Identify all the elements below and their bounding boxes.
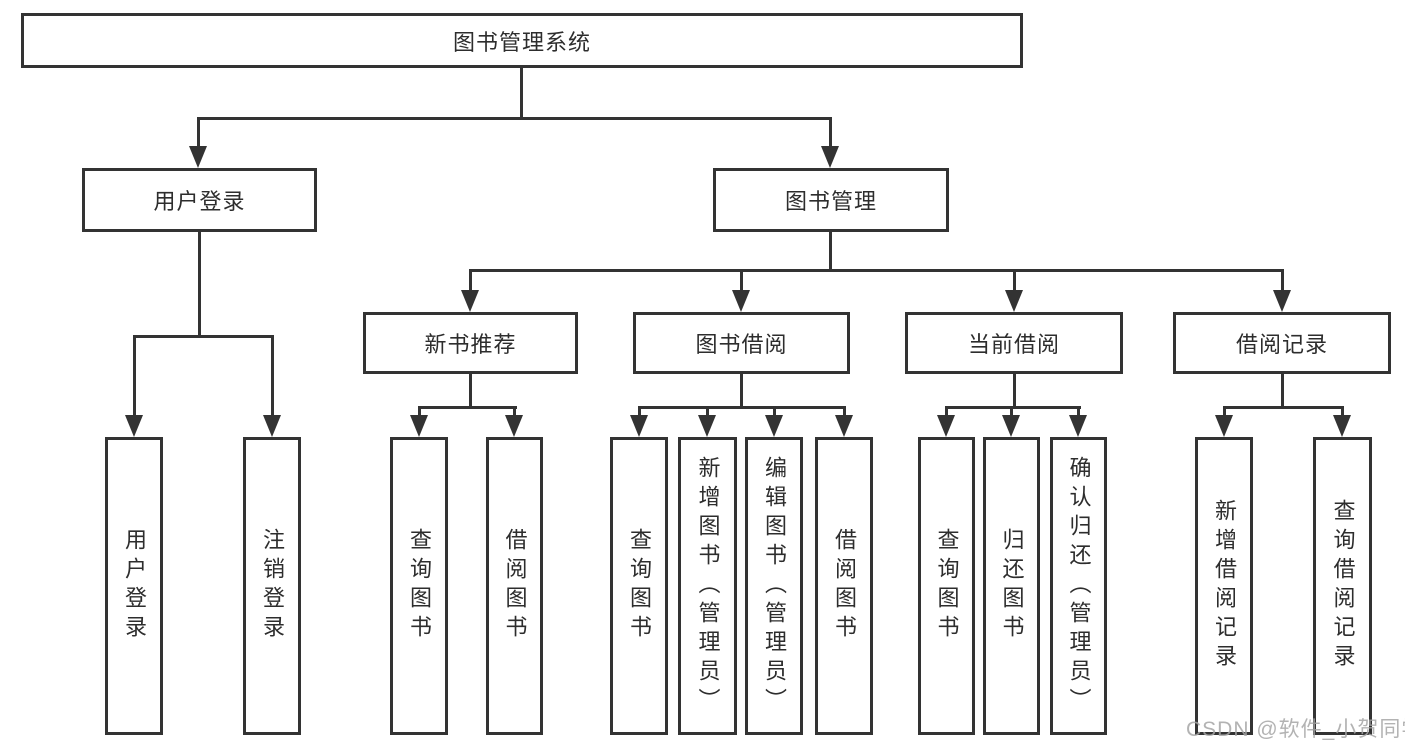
node-book-management: 图书管理: [713, 168, 949, 232]
connector-current-borrowing-hline: [945, 406, 1081, 409]
arrowhead-b3: [765, 415, 783, 437]
connector-book-borrowing-stub: [740, 374, 743, 409]
connector-drop-user-login: [197, 117, 200, 149]
leaf-logout-login-label: 注销登录: [260, 528, 285, 644]
leaf-user-login: 用户登录: [105, 437, 163, 735]
leaf-confirm-return-admin-label: 确认归还（管理员）: [1066, 455, 1092, 717]
leaf-add-borrow-record: 新增借阅记录: [1195, 437, 1253, 735]
connector-drop-b4: [843, 406, 846, 418]
arrowhead-borrow-records: [1273, 290, 1291, 312]
connector-drop-new-book: [469, 269, 472, 293]
arrowhead-d2: [1333, 415, 1351, 437]
connector-root-stub: [520, 68, 523, 118]
leaf-confirm-return-admin: 确认归还（管理员）: [1050, 437, 1107, 735]
leaf-query-books-recommend: 查询图书: [390, 437, 448, 735]
arrowhead-leaf-logout: [263, 415, 281, 437]
connector-drop-c1: [945, 406, 948, 418]
arrowhead-b4: [835, 415, 853, 437]
connector-book-management-stub: [829, 232, 832, 271]
node-book-borrowing: 图书借阅: [633, 312, 850, 374]
leaf-add-books-admin: 新增图书（管理员）: [678, 437, 737, 735]
leaf-return-books-label: 归还图书: [999, 528, 1025, 644]
node-book-borrowing-label: 图书借阅: [695, 332, 788, 357]
connector-level2-hline: [197, 117, 832, 120]
connector-drop-c2: [1010, 406, 1013, 418]
connector-drop-book-borrowing: [740, 269, 743, 293]
leaf-logout-login: 注销登录: [243, 437, 301, 735]
node-borrowing-records-label: 借阅记录: [1235, 332, 1328, 357]
connector-new-book-hline: [418, 406, 517, 409]
leaf-query-books-borrowing-label: 查询图书: [627, 528, 652, 644]
connector-borrow-records-hline: [1223, 406, 1344, 409]
node-new-book-recommendation-label: 新书推荐: [424, 332, 517, 357]
node-library-system-root: 图书管理系统: [21, 13, 1023, 68]
leaf-add-books-admin-label: 新增图书（管理员）: [695, 455, 721, 717]
connector-borrow-records-stub: [1281, 374, 1284, 409]
arrowhead-c2: [1002, 415, 1020, 437]
node-user-login: 用户登录: [82, 168, 317, 232]
arrowhead-c3: [1069, 415, 1087, 437]
connector-drop-leaf-user-login: [133, 335, 136, 417]
node-new-book-recommendation: 新书推荐: [363, 312, 578, 374]
connector-drop-book-management: [829, 117, 832, 149]
node-current-borrowing-label: 当前借阅: [967, 332, 1060, 357]
connector-drop-d1: [1223, 406, 1226, 418]
connector-drop-b2: [706, 406, 709, 418]
leaf-return-books: 归还图书: [983, 437, 1040, 735]
node-user-login-label: 用户登录: [153, 189, 246, 214]
connector-new-book-stub: [469, 374, 472, 409]
connector-user-login-hline: [133, 335, 274, 338]
leaf-borrow-books-borrowing: 借阅图书: [815, 437, 873, 735]
leaf-borrow-books-borrowing-label: 借阅图书: [832, 528, 857, 644]
arrowhead-book-borrowing: [732, 290, 750, 312]
csdn-watermark: CSDN @软件_小贺同学: [1186, 718, 1405, 741]
node-book-management-label: 图书管理: [784, 189, 877, 214]
leaf-query-borrow-record: 查询借阅记录: [1313, 437, 1372, 735]
arrowhead-c1: [937, 415, 955, 437]
node-current-borrowing: 当前借阅: [905, 312, 1123, 374]
connector-book-borrowing-hline: [638, 406, 846, 409]
leaf-query-books-recommend-label: 查询图书: [407, 528, 432, 644]
leaf-edit-books-admin: 编辑图书（管理员）: [745, 437, 803, 735]
leaf-edit-books-admin-label: 编辑图书（管理员）: [762, 455, 787, 717]
leaf-borrow-books-recommend-label: 借阅图书: [502, 528, 528, 644]
connector-drop-a1: [418, 406, 421, 418]
connector-drop-b3: [773, 406, 776, 418]
leaf-query-books-current-label: 查询图书: [934, 528, 960, 644]
leaf-query-books-current: 查询图书: [918, 437, 975, 735]
connector-drop-current-borrowing: [1013, 269, 1016, 293]
arrowhead-new-book: [461, 290, 479, 312]
leaf-query-books-borrowing: 查询图书: [610, 437, 668, 735]
arrowhead-leaf-user-login: [125, 415, 143, 437]
connector-drop-a2: [513, 406, 516, 418]
node-borrowing-records: 借阅记录: [1173, 312, 1391, 374]
arrowhead-user-login: [189, 146, 207, 168]
leaf-query-borrow-record-label: 查询借阅记录: [1330, 499, 1356, 673]
arrowhead-d1: [1215, 415, 1233, 437]
connector-level3-hline: [469, 269, 1283, 272]
arrowhead-b1: [630, 415, 648, 437]
connector-drop-d2: [1341, 406, 1344, 418]
node-library-system-label: 图书管理系统: [452, 29, 591, 55]
connector-drop-c3: [1077, 406, 1080, 418]
arrowhead-current-borrowing: [1005, 290, 1023, 312]
leaf-add-borrow-record-label: 新增借阅记录: [1212, 499, 1237, 673]
connector-current-borrowing-stub: [1013, 374, 1016, 409]
connector-user-login-stub: [198, 232, 201, 336]
connector-drop-borrow-records: [1281, 269, 1284, 293]
leaf-user-login-label: 用户登录: [122, 528, 147, 644]
arrowhead-b2: [698, 415, 716, 437]
arrowhead-book-management: [821, 146, 839, 168]
arrowhead-a2: [505, 415, 523, 437]
connector-drop-leaf-logout: [271, 335, 274, 417]
connector-drop-b1: [638, 406, 641, 418]
leaf-borrow-books-recommend: 借阅图书: [486, 437, 543, 735]
arrowhead-a1: [410, 415, 428, 437]
